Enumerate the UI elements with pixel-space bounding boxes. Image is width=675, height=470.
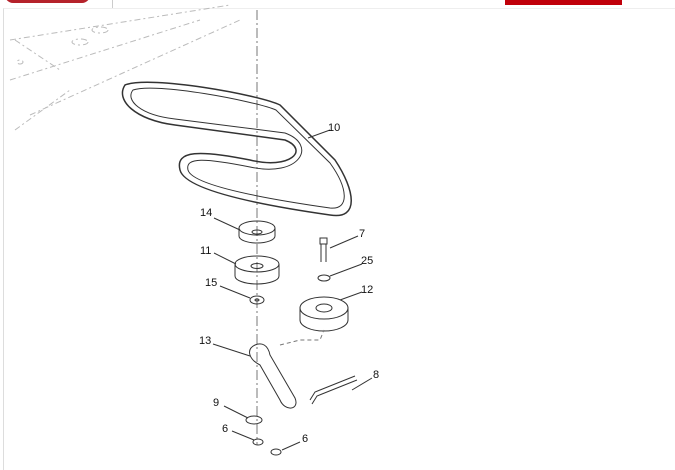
nut-right — [270, 448, 282, 456]
idler-pulley-14 — [238, 220, 276, 244]
diagram-frame — [3, 8, 675, 470]
washer-25 — [317, 274, 331, 282]
washer-9 — [245, 415, 263, 425]
belt — [121, 81, 352, 217]
callout-11: 11 — [200, 245, 211, 257]
callout-10: 10 — [328, 122, 340, 134]
arm-link — [279, 329, 325, 346]
spring-8 — [309, 375, 358, 405]
nut-left — [252, 438, 264, 446]
callout-25: 25 — [361, 255, 373, 267]
callout-15: 15 — [205, 277, 217, 289]
leader-lines — [212, 129, 373, 451]
top-menu-button[interactable] — [5, 0, 90, 3]
callout-9: 9 — [213, 397, 219, 409]
idler-arm-13 — [249, 343, 297, 409]
divider — [112, 0, 113, 8]
pulley-12 — [299, 296, 349, 332]
callout-13: 13 — [199, 335, 211, 347]
callout-14: 14 — [200, 207, 212, 219]
bolt-7 — [319, 237, 328, 262]
callout-6-left: 6 — [222, 423, 228, 435]
top-accent-button[interactable] — [505, 0, 622, 5]
callout-7: 7 — [359, 228, 365, 240]
washer-15 — [249, 295, 265, 305]
deck-outline — [9, 4, 241, 131]
callout-8: 8 — [373, 369, 379, 381]
callout-12: 12 — [361, 284, 373, 296]
callout-6-right: 6 — [302, 433, 308, 445]
